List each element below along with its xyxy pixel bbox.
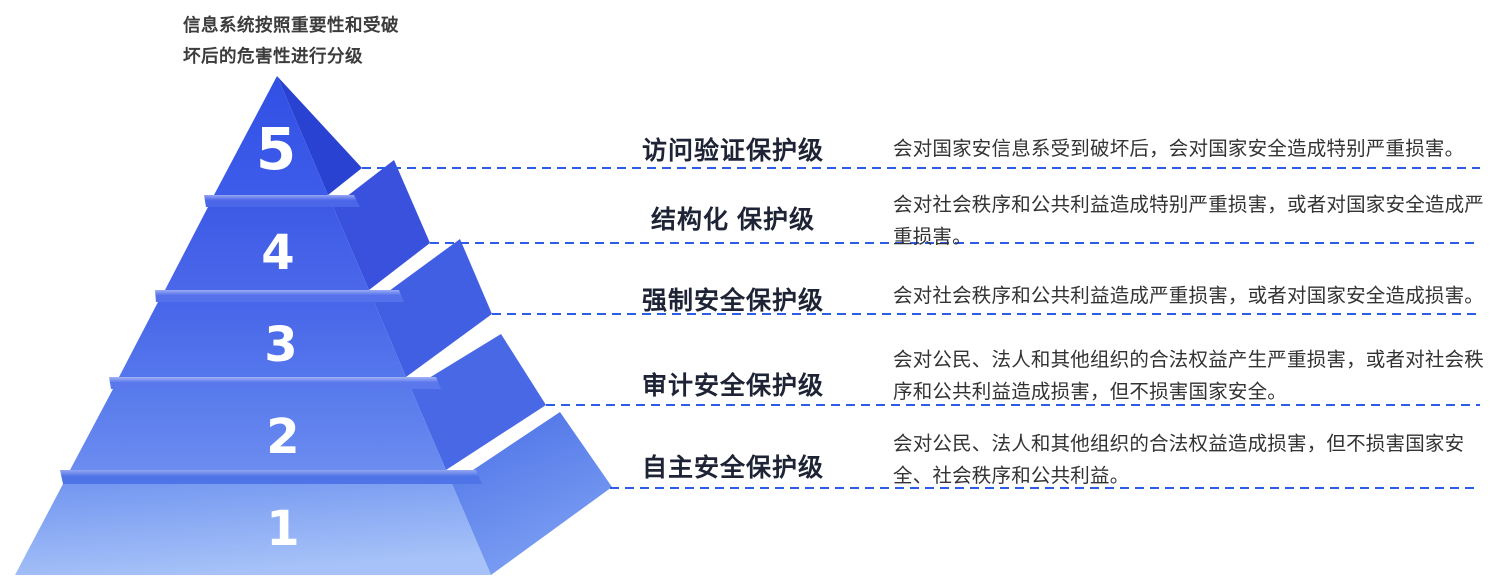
- level-5-front-face: [214, 76, 328, 195]
- level-2-front-face: [70, 389, 446, 470]
- level-3-top-face: [155, 290, 404, 302]
- leader-line-level-5: [362, 167, 1480, 169]
- pyramid-level-1-shape: [15, 412, 612, 575]
- level-1-side-face: [452, 412, 612, 575]
- leader-line-level-2: [546, 404, 1480, 406]
- level-3-number: 3: [264, 317, 297, 373]
- level-3-label: 强制安全保护级: [641, 287, 824, 315]
- level-1-front-face: [15, 484, 491, 575]
- level-2-label: 审计安全保护级: [641, 372, 824, 400]
- level-4-side-face: [333, 160, 430, 290]
- level-2-side-face: [411, 334, 546, 470]
- level-4-label: 结构化 保护级: [651, 206, 815, 234]
- level-1-label: 自主安全保护级: [641, 454, 824, 482]
- level-3-description: 会对社会秩序和公共利益造成严重损害，或者对国家安全造成损害。: [893, 285, 1485, 307]
- diagram-title-line2: 坏后的危害性进行分级: [183, 46, 363, 66]
- level-3-side-face: [374, 239, 492, 377]
- pyramid-level-4-shape: [165, 160, 430, 290]
- level-4-top-face: [204, 195, 360, 207]
- level-2-number: 2: [266, 409, 299, 465]
- level-4-number: 4: [261, 225, 294, 281]
- leader-line-level-1: [610, 487, 1480, 489]
- pyramid-graphic: 5 4 3 2 1: [15, 76, 612, 575]
- leader-line-level-3: [492, 313, 1480, 315]
- pyramid-level-3-shape: [119, 239, 492, 377]
- level-4-description: 会对社会秩序和公共利益造成特别严重损害，或者对国家安全造成严重损害。: [893, 194, 1485, 248]
- level-5-side-face: [277, 76, 362, 195]
- level-2-description: 会对公民、法人和其他组织的合法权益产生严重损害，或者对社会秩序和公共利益造成损害…: [893, 349, 1485, 403]
- level-4-front-face: [165, 207, 369, 290]
- level-5-number: 5: [256, 115, 296, 183]
- diagram-title-line1: 信息系统按照重要性和受破: [183, 15, 399, 35]
- level-1-number: 1: [266, 501, 299, 557]
- pyramid-level-5-shape: [214, 76, 362, 195]
- leader-line-level-4: [430, 242, 1480, 244]
- level-5-label: 访问验证保护级: [641, 137, 824, 165]
- pyramid-level-2-shape: [70, 334, 546, 470]
- diagram-title: 信息系统按照重要性和受破 坏后的危害性进行分级: [183, 10, 399, 72]
- level-3-front-face: [119, 302, 406, 377]
- level-1-description: 会对公民、法人和其他组织的合法权益造成损害，但不损害国家安全、社会秩序和公共利益…: [893, 433, 1465, 487]
- level-1-top-face: [60, 470, 482, 484]
- level-5-description: 会对国家安信息系受到破坏后，会对国家安全造成特别严重损害。: [893, 138, 1465, 160]
- level-2-top-face: [109, 377, 441, 389]
